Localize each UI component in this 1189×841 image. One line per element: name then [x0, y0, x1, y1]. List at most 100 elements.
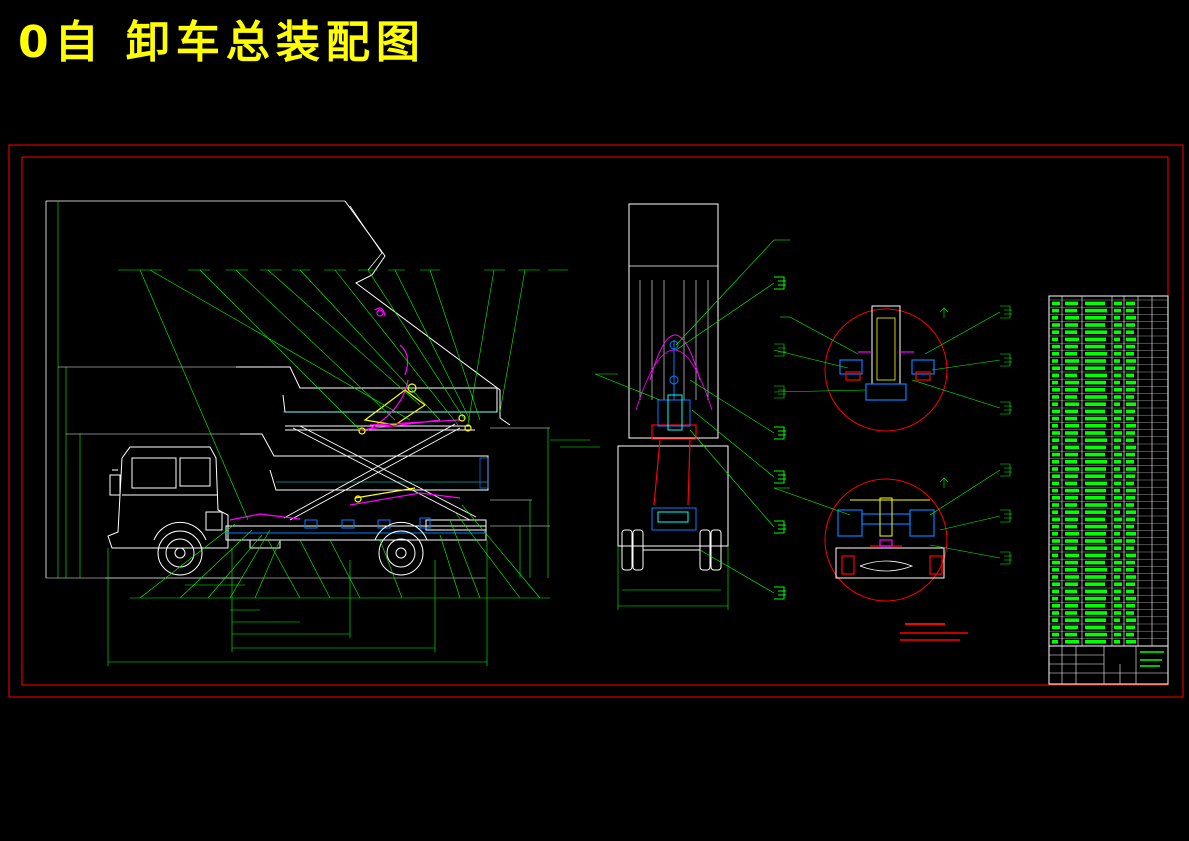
parts-list-cell-mark — [1114, 301, 1122, 306]
parts-list-cell-mark — [1126, 589, 1134, 594]
parts-list-cell-mark — [1114, 316, 1120, 320]
parts-list-cell-mark — [1065, 517, 1078, 522]
parts-list-cell-mark — [1065, 632, 1077, 637]
parts-list-cell-mark — [1052, 503, 1059, 507]
parts-list-cell-mark — [1065, 352, 1077, 356]
parts-list-cell-mark — [1085, 402, 1106, 406]
side-view — [45, 200, 600, 666]
parts-list-cell-mark — [1114, 352, 1121, 356]
parts-list-cell-mark — [1085, 337, 1106, 342]
parts-list-cell-mark — [1085, 438, 1107, 442]
parts-list-cell-mark — [1065, 452, 1078, 457]
parts-list-cell-mark — [1085, 452, 1105, 457]
parts-list-cell-mark — [1114, 625, 1122, 630]
parts-list-cell-mark — [1065, 524, 1077, 529]
parts-list-cell-mark — [1085, 568, 1107, 572]
parts-list-cell-mark — [1085, 618, 1106, 622]
parts-list-cell-mark — [1052, 373, 1059, 378]
outer-frame — [8, 144, 1184, 698]
leader-lines-top — [118, 269, 568, 521]
parts-list-cell-mark — [1085, 323, 1105, 327]
parts-list-cell-mark — [1085, 575, 1106, 579]
parts-list-cell-mark — [1114, 503, 1121, 507]
parts-list-cell-mark — [1085, 409, 1105, 414]
parts-list-cell-mark — [1114, 568, 1121, 572]
parts-list-cell-mark — [1114, 467, 1120, 471]
parts-list-cell-mark — [1114, 460, 1121, 464]
parts-list-cell-mark — [1126, 301, 1135, 306]
parts-list-cell-mark — [1052, 380, 1058, 385]
parts-list-cell-mark — [1052, 330, 1059, 334]
parts-list-cell-mark — [1065, 330, 1077, 334]
parts-list-cell-mark — [1114, 323, 1122, 327]
parts-list-cell-mark — [1052, 424, 1058, 428]
parts-list-cell-mark — [1114, 402, 1120, 406]
parts-list-cell-mark — [1085, 373, 1107, 378]
parts-list-cell-mark — [1065, 323, 1078, 327]
parts-list-cell-mark — [1052, 618, 1058, 622]
parts-list-cell-mark — [1052, 431, 1060, 435]
parts-list-cell-mark — [1114, 589, 1121, 594]
parts-list-cell-mark — [1085, 488, 1106, 493]
parts-list-cell-mark — [1085, 481, 1107, 486]
parts-list-cell-mark — [1126, 640, 1136, 644]
parts-list-cell-mark — [1052, 316, 1058, 320]
parts-list-cell-mark — [1114, 359, 1120, 363]
parts-list-cell-mark — [1114, 539, 1122, 543]
parts-list-cell-mark — [1085, 301, 1105, 306]
raised-body-outline — [344, 200, 511, 426]
parts-list-cell-mark — [1052, 604, 1060, 608]
parts-list-cell-mark — [1065, 618, 1079, 622]
parts-list-cell-mark — [1052, 582, 1060, 586]
parts-list-cell-mark — [1052, 625, 1060, 630]
parts-list-cell-mark — [1126, 395, 1134, 399]
parts-list-cell-mark — [1052, 366, 1060, 370]
parts-list-cell-mark — [1085, 503, 1107, 507]
parts-list-cell-mark — [1085, 366, 1105, 370]
parts-list-cell-mark — [1114, 560, 1122, 565]
parts-list-cell-mark — [1065, 604, 1078, 608]
parts-list-cell-mark — [1065, 359, 1079, 363]
parts-list-cell-mark — [1114, 388, 1122, 392]
parts-list-cell-mark — [1065, 373, 1077, 378]
parts-list-cell-mark — [1085, 416, 1107, 421]
parts-list-cell-mark — [1126, 308, 1134, 313]
parts-list-cell-mark — [1126, 611, 1134, 615]
parts-list — [1048, 295, 1169, 647]
lower-body-outline — [240, 433, 489, 491]
parts-list-cell-mark — [1114, 640, 1120, 644]
parts-list-cell-mark — [1052, 323, 1060, 327]
technical-notes — [900, 623, 968, 641]
parts-list-cell-mark — [1126, 488, 1136, 493]
parts-list-cell-mark — [1065, 467, 1079, 471]
detail-view-bottom — [773, 463, 1012, 602]
parts-list-cell-mark — [1114, 431, 1122, 435]
parts-list-cell-mark — [1052, 467, 1058, 471]
parts-list-cell-mark — [1052, 445, 1058, 450]
parts-list-cell-mark — [1126, 596, 1136, 601]
parts-list-cell-mark — [1126, 402, 1136, 406]
parts-list-cell-mark — [1065, 308, 1077, 313]
parts-list-cell-mark — [1126, 344, 1135, 349]
parts-list-cell-mark — [1065, 488, 1079, 493]
parts-list-cell-mark — [1065, 582, 1078, 586]
parts-list-cell-mark — [1126, 460, 1134, 464]
truck-cab — [107, 446, 229, 549]
parts-list-cell-mark — [1114, 445, 1120, 450]
parts-list-cell-mark — [1126, 445, 1136, 450]
parts-list-cell-mark — [1126, 337, 1136, 342]
parts-list-cell-mark — [1126, 575, 1136, 579]
parts-list-cell-mark — [1052, 539, 1060, 543]
parts-list-cell-mark — [1126, 373, 1134, 378]
parts-list-cell-mark — [1126, 467, 1136, 471]
parts-list-cell-mark — [1065, 532, 1079, 536]
parts-list-cell-mark — [1126, 431, 1135, 435]
parts-list-cell-mark — [1052, 546, 1059, 550]
parts-list-cell-mark — [1065, 575, 1079, 579]
parts-list-cell-mark — [1052, 308, 1059, 313]
parts-list-cell-mark — [1126, 517, 1135, 522]
parts-list-cell-mark — [1126, 388, 1135, 392]
parts-list-cell-mark — [1085, 546, 1107, 550]
parts-list-cell-mark — [1052, 388, 1060, 392]
parts-list-cell-mark — [1126, 474, 1135, 478]
